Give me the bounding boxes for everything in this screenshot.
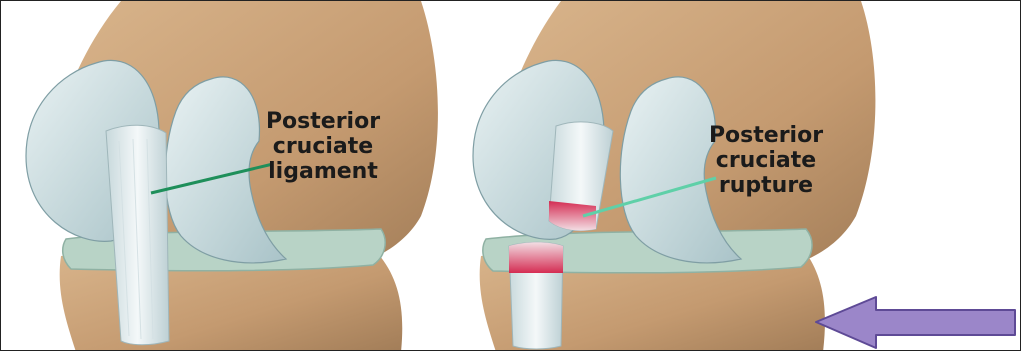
right-label-line-2: cruciate (696, 148, 836, 173)
left-label-line-3: ligament (253, 159, 393, 184)
left-ligament-label: Posterior cruciate ligament (253, 109, 393, 184)
right-rupture-lower-edge (509, 242, 563, 273)
right-label-line-1: Posterior (696, 123, 836, 148)
left-label-line-2: cruciate (253, 134, 393, 159)
right-label-line-3: rupture (696, 173, 836, 198)
right-rupture-label: Posterior cruciate rupture (696, 123, 836, 198)
left-label-line-1: Posterior (253, 109, 393, 134)
left-arrow-icon (816, 297, 1015, 348)
